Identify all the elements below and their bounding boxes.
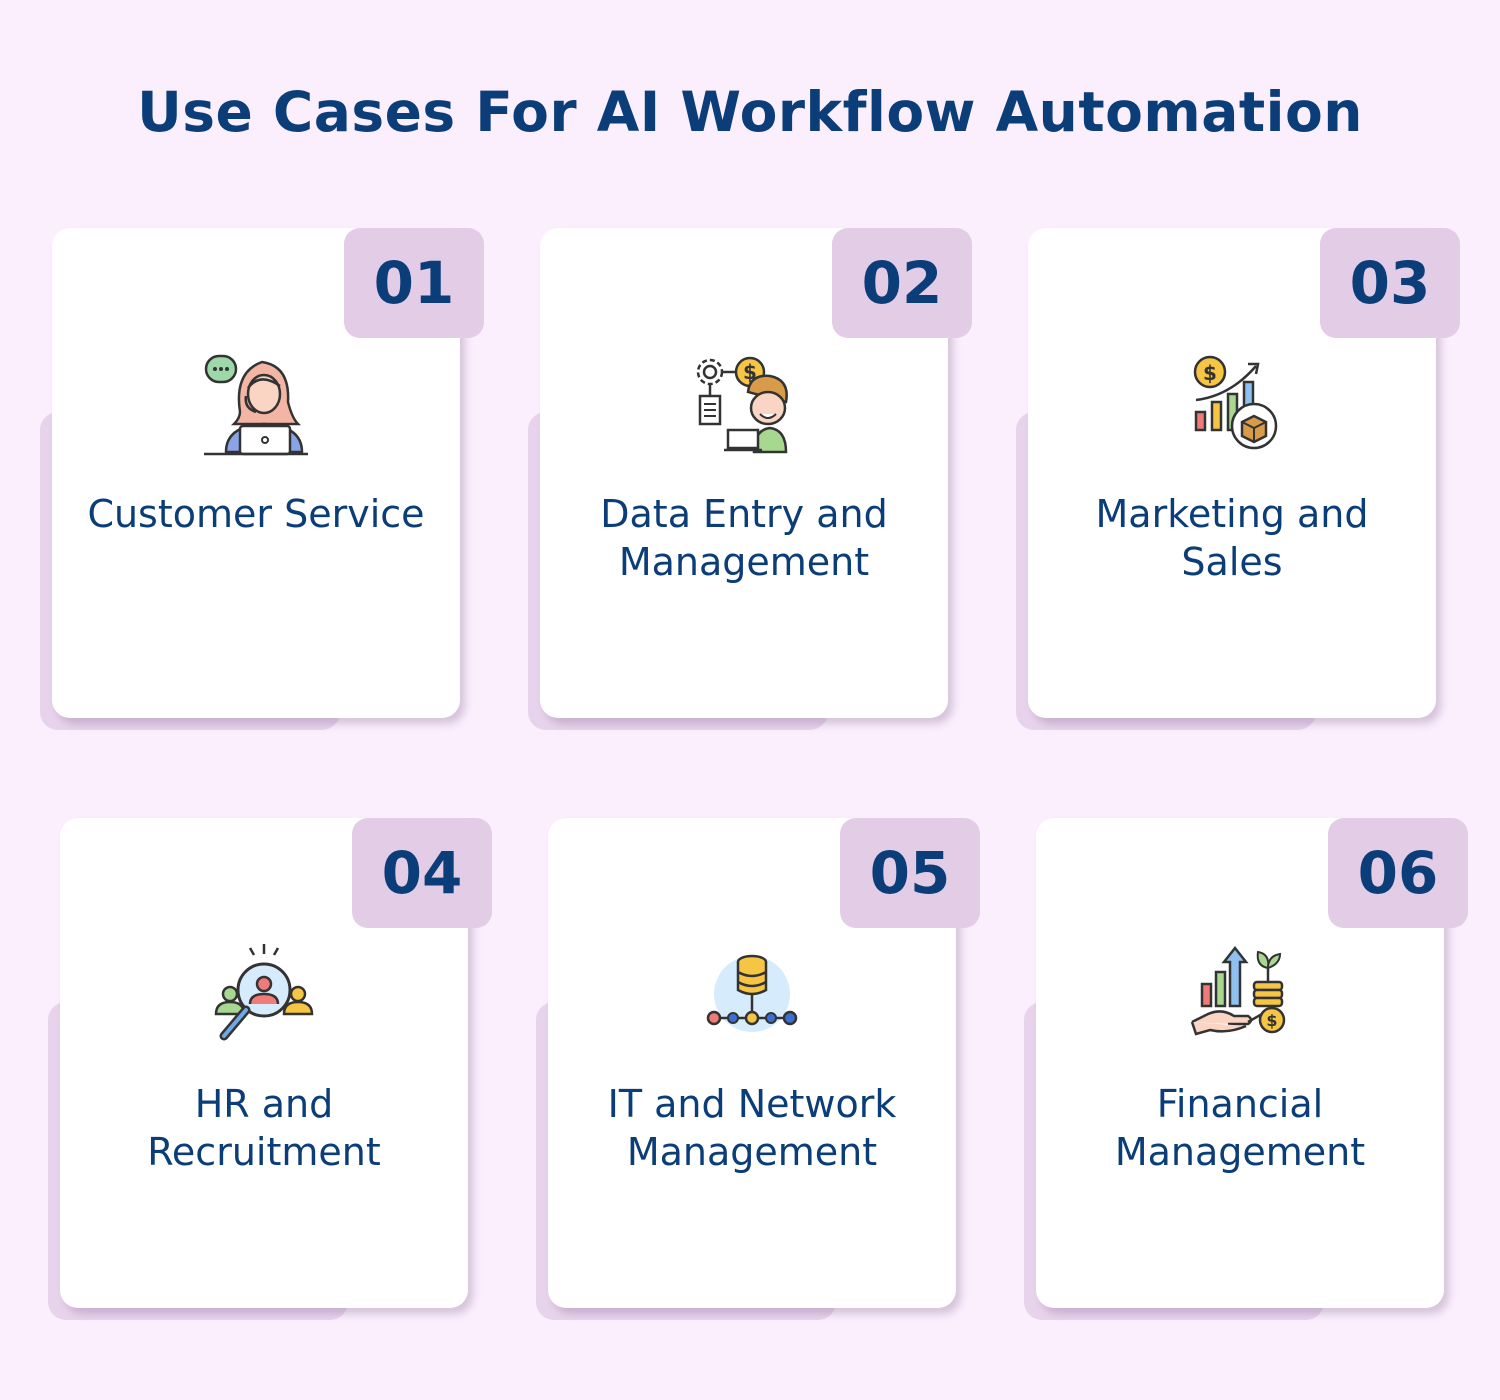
- use-case-card-it-network: 05 IT and Network Management: [536, 818, 980, 1320]
- card-title-line: Management: [626, 1130, 878, 1174]
- use-case-card-data-entry: 02 $ Data Entry and: [528, 228, 972, 730]
- card-title-line: HR and: [194, 1082, 334, 1126]
- use-case-card-financial: 06 $ Financial Management: [1024, 818, 1468, 1320]
- card-title-line: Financial: [1156, 1082, 1324, 1126]
- use-case-card-customer-service: 01 Customer Service: [40, 228, 484, 730]
- card-number-badge: 01: [344, 228, 484, 338]
- customer-support-agent-icon: [204, 352, 308, 456]
- svg-text:$: $: [743, 360, 757, 384]
- card-title-line: Data Entry and: [600, 492, 888, 536]
- use-case-card-hr-recruitment: 04 HR and Recruitment: [48, 818, 492, 1320]
- card-title: Marketing and Sales: [1028, 490, 1436, 586]
- card-title-line: Management: [618, 540, 870, 584]
- card-title: Financial Management: [1036, 1080, 1444, 1176]
- card-title-line: Management: [1114, 1130, 1366, 1174]
- card-title: HR and Recruitment: [60, 1080, 468, 1176]
- card-number-badge: 04: [352, 818, 492, 928]
- card-body: 05 IT and Network Management: [548, 818, 980, 1308]
- card-number-badge: 03: [1320, 228, 1460, 338]
- page-title: Use Cases For AI Workflow Automation: [137, 80, 1363, 144]
- card-body: 03 $ Marketing and Sales: [1028, 228, 1460, 718]
- card-body: 01 Customer Service: [52, 228, 484, 718]
- card-title-line: Sales: [1181, 540, 1283, 584]
- card-title-line: Marketing and: [1095, 492, 1369, 536]
- use-case-card-marketing-sales: 03 $ Marketing and Sales: [1016, 228, 1460, 730]
- card-title: IT and Network Management: [548, 1080, 956, 1176]
- card-title: Customer Service: [52, 490, 460, 538]
- card-number-badge: 05: [840, 818, 980, 928]
- card-title: Data Entry and Management: [540, 490, 948, 586]
- card-body: 06 $ Financial Management: [1036, 818, 1468, 1308]
- database-network-icon: [700, 942, 804, 1046]
- svg-text:$: $: [1203, 361, 1217, 385]
- card-number-badge: 06: [1328, 818, 1468, 928]
- sales-growth-chart-icon: $: [1180, 352, 1284, 456]
- card-body: 02 $ Data Entry and: [540, 228, 972, 718]
- card-title-line: Customer Service: [87, 492, 425, 536]
- card-number-badge: 02: [832, 228, 972, 338]
- data-entry-person-icon: $: [692, 352, 796, 456]
- card-title-line: IT and Network: [607, 1082, 897, 1126]
- financial-growth-icon: $: [1188, 942, 1292, 1046]
- svg-text:$: $: [1266, 1011, 1277, 1030]
- card-title-line: Recruitment: [147, 1130, 381, 1174]
- recruitment-search-icon: [212, 942, 316, 1046]
- card-body: 04 HR and Recruitment: [60, 818, 492, 1308]
